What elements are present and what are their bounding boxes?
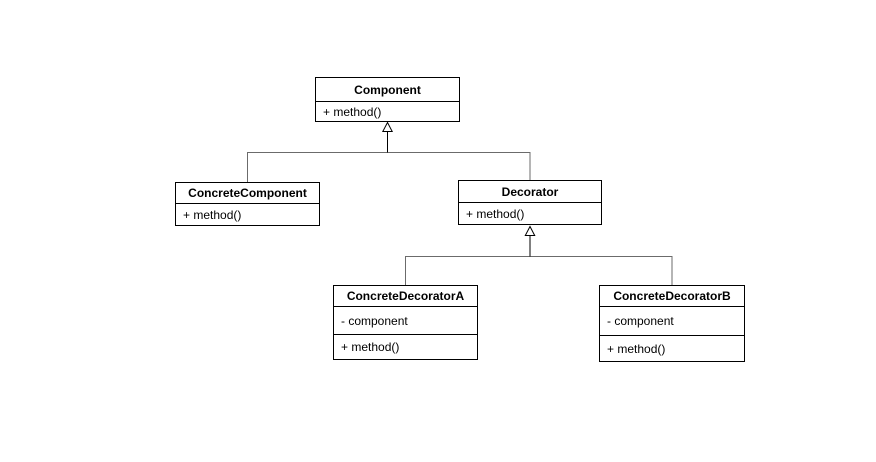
- class-method: + method(): [600, 335, 744, 361]
- class-box-concrete-component[interactable]: ConcreteComponent + method(): [175, 182, 320, 226]
- class-box-component[interactable]: Component + method(): [315, 77, 460, 122]
- class-box-concrete-decorator-b[interactable]: ConcreteDecoratorB - component + method(…: [599, 285, 745, 362]
- class-name: Decorator: [459, 181, 601, 203]
- inheritance-triangle-icon: [524, 225, 536, 236]
- class-method: + method(): [334, 334, 477, 359]
- generalization-edge-to-decorator: [405, 225, 673, 285]
- class-name: ConcreteDecoratorA: [334, 286, 477, 307]
- class-name: ConcreteDecoratorB: [600, 286, 744, 307]
- class-name: ConcreteComponent: [176, 183, 319, 204]
- class-box-decorator[interactable]: Decorator + method(): [458, 180, 602, 225]
- generalization-edge-to-component: [247, 121, 531, 182]
- class-method: + method(): [466, 206, 525, 221]
- edge-tree-line: [405, 256, 673, 285]
- edge-tree-line: [247, 152, 531, 182]
- class-name: Component: [316, 78, 459, 102]
- class-attribute: - component: [607, 314, 674, 328]
- class-attribute: - component: [341, 313, 408, 328]
- class-method: + method(): [183, 207, 242, 222]
- inheritance-triangle-icon: [381, 121, 394, 132]
- class-method: + method(): [323, 104, 382, 119]
- class-box-concrete-decorator-a[interactable]: ConcreteDecoratorA - component + method(…: [333, 285, 478, 360]
